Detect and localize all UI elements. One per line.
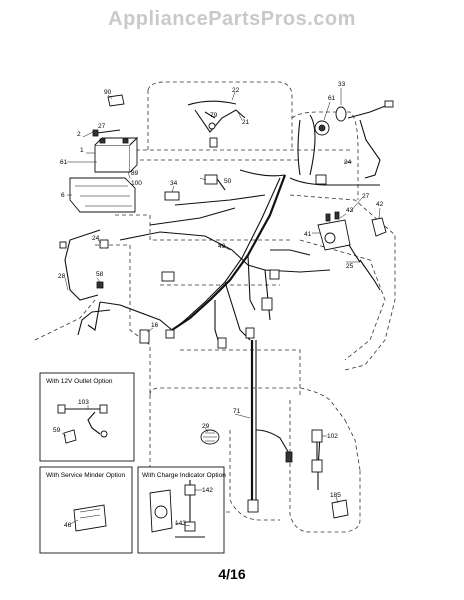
callout-30: 61 [328, 95, 336, 102]
callout-41: 41 [304, 231, 312, 238]
inset-panels [39, 372, 225, 554]
callout-79: 79 [210, 112, 218, 119]
callout-142: 142 [202, 487, 213, 494]
callout-27-b: 27 [362, 193, 370, 200]
page-number: 4/16 [218, 566, 246, 582]
callout-58: 58 [96, 271, 104, 278]
caption-charge-indicator: With Charge Indicator Option [142, 472, 226, 479]
callout-102: 102 [327, 433, 338, 440]
callout-46: 46 [64, 522, 72, 529]
callout-50: 50 [224, 178, 232, 185]
callout-2: 2 [77, 131, 81, 138]
callout-25: 25 [346, 263, 354, 270]
callout-28: 28 [58, 273, 66, 280]
callout-90: 90 [104, 89, 112, 96]
callout-89: 89 [131, 170, 139, 177]
leader-lines [61, 88, 381, 527]
callout-42: 42 [376, 201, 384, 208]
callout-22: 22 [232, 87, 240, 94]
callout-43: 43 [346, 207, 354, 214]
callout-59: 59 [53, 427, 61, 434]
callout-6: 6 [61, 192, 65, 199]
callout-71: 71 [233, 408, 241, 415]
callout-24: 24 [344, 159, 352, 166]
caption-service-minder: With Service Minder Option [46, 472, 125, 479]
callout-103: 103 [78, 399, 89, 406]
callout-34: 34 [170, 180, 178, 187]
main-harness [64, 114, 380, 500]
callout-16: 16 [151, 322, 159, 329]
callout-labels: 90 22 79 21 27 2 1 61 89 100 6 33 61 24 … [53, 81, 384, 529]
callout-27-a: 27 [98, 123, 106, 130]
callout-1: 1 [80, 147, 84, 154]
callout-143: 143 [175, 520, 186, 527]
callout-49: 49 [218, 243, 226, 250]
callout-33: 33 [338, 81, 346, 88]
callout-100: 100 [131, 180, 142, 187]
callout-61: 61 [60, 159, 68, 166]
callout-26: 24 [92, 235, 100, 242]
callout-21: 21 [242, 119, 250, 126]
watermark: AppliancePartsPros.com [108, 8, 356, 30]
callout-29: 29 [202, 423, 210, 430]
callout-185: 185 [330, 492, 341, 499]
caption-12v-outlet: With 12V Outlet Option [46, 378, 113, 385]
